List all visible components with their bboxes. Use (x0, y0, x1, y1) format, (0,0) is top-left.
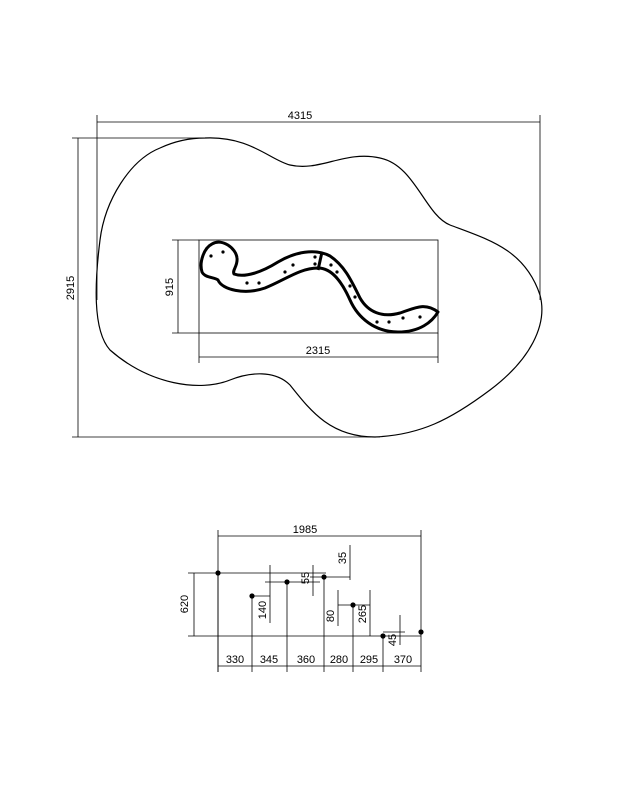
total-height-label: 620 (179, 595, 191, 613)
hold-dot (283, 270, 287, 274)
segment-label-2: 345 (260, 654, 278, 666)
elevation-point (321, 574, 327, 580)
hold-dot (353, 295, 357, 299)
height-label-3: 35 (337, 552, 349, 564)
inner-height-label: 915 (164, 278, 176, 296)
height-label-5: 265 (357, 605, 369, 623)
hold-dot (257, 281, 261, 285)
hold-dot (291, 263, 295, 267)
overall-height-label: 2915 (65, 276, 77, 300)
elevation-point (284, 579, 290, 585)
total-length-label: 1985 (293, 524, 317, 536)
height-label-1: 140 (257, 601, 269, 619)
hold-dot (221, 250, 225, 254)
detail-view: 1985 620 (179, 524, 424, 672)
hold-dot (401, 316, 405, 320)
safety-zone-outline (95, 137, 543, 438)
elevation-point (350, 602, 356, 608)
segment-label-4: 280 (330, 654, 348, 666)
plan-view: 4315 2915 915 2315 (65, 110, 543, 438)
elevation-point (380, 633, 386, 639)
snake-divider (316, 251, 324, 271)
overall-width-label: 4315 (288, 110, 312, 122)
elevation-point (215, 570, 221, 576)
height-label-2: 55 (300, 572, 312, 584)
inner-footprint-rect (198, 239, 439, 334)
hold-dot (335, 270, 339, 274)
hold-dot (418, 315, 422, 319)
hold-dot (313, 262, 317, 266)
elevation-point (249, 593, 255, 599)
elevation-point (418, 629, 424, 635)
segment-label-5: 295 (360, 654, 378, 666)
segment-label-6: 370 (394, 654, 412, 666)
segment-label-1: 330 (226, 654, 244, 666)
height-label-4: 80 (325, 610, 337, 622)
hold-dot (387, 320, 391, 324)
climbing-holds (209, 250, 422, 324)
hold-dot (348, 284, 352, 288)
snake-climber-outline (199, 240, 440, 334)
hold-dot (329, 263, 333, 267)
segment-label-3: 360 (297, 654, 315, 666)
hold-dot (245, 281, 249, 285)
hold-dot (375, 320, 379, 324)
height-label-6: 45 (387, 634, 399, 646)
hold-dot (313, 255, 317, 259)
inner-width-label: 2315 (306, 345, 330, 357)
hold-dot (209, 254, 213, 258)
